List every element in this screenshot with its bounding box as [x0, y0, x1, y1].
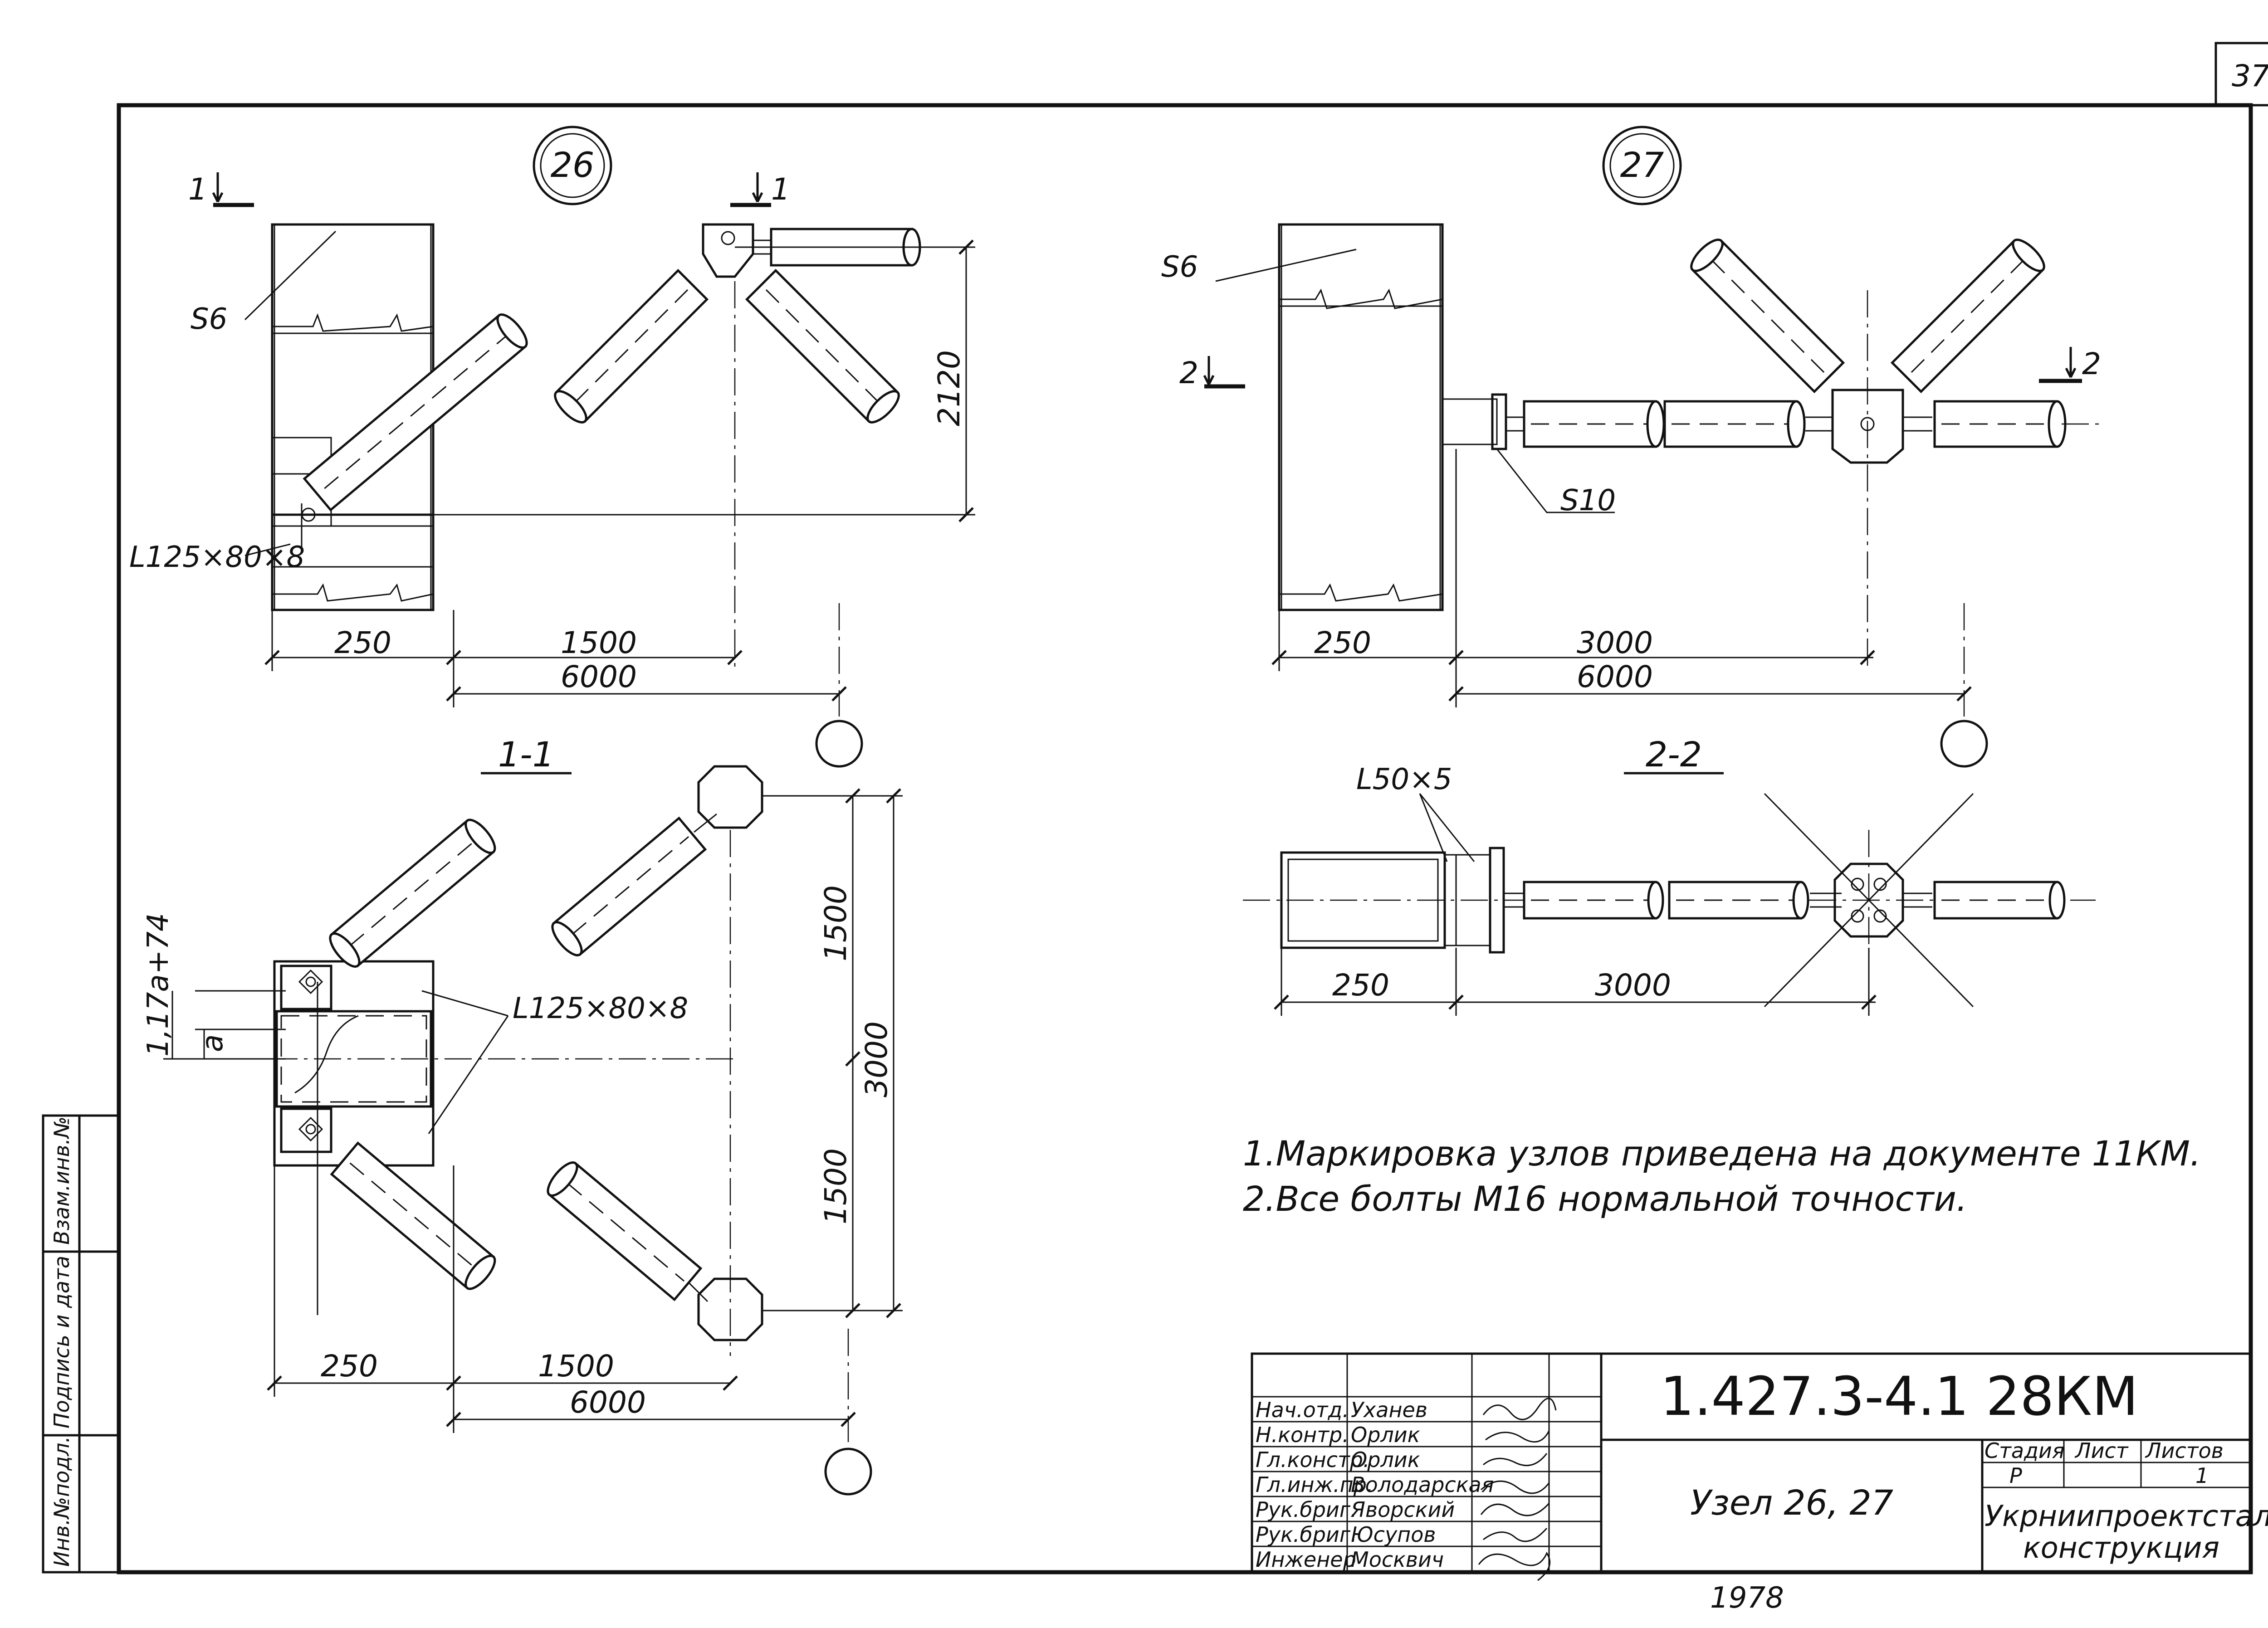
- title-block: Нач.отд. Уханев Н.контр. Орлик Гл.констр…: [1251, 1352, 2268, 1615]
- note-1: 1.Маркировка узлов приведена на документ…: [1243, 1133, 2201, 1174]
- s11-dim-half-top: 1500: [818, 885, 853, 961]
- title-block-rows: [1252, 1396, 1601, 1547]
- s22-dim-flange: 250: [1332, 968, 1389, 1003]
- tb-sheets: 1: [2195, 1463, 2209, 1488]
- section-1-1-title: 1-1: [498, 734, 554, 775]
- n26-dim-height: 2120: [932, 350, 967, 426]
- tb-role-3: Гл.констр.: [1256, 1448, 1370, 1472]
- side-stamp: Инв.№подл. Подпись и дата Взам.инв.№: [42, 1114, 120, 1574]
- tb-signatures: [1478, 1398, 1557, 1581]
- s11-angle-label: L125×80×8: [513, 992, 688, 1025]
- n27-dim-span: 6000: [1577, 659, 1653, 694]
- s11-dim-a: a: [196, 1034, 230, 1052]
- tb-name-5: Яворский: [1350, 1497, 1455, 1522]
- tb-stage: Р: [2009, 1463, 2022, 1488]
- s11-dim-offset: 1500: [538, 1349, 614, 1384]
- tb-role-5: Рук.бриг.: [1256, 1497, 1357, 1522]
- tb-org-line2: конструкция: [2023, 1531, 2219, 1565]
- node-26-label: 26: [551, 145, 595, 185]
- s11-dim-half-bottom: 1500: [818, 1148, 853, 1224]
- node-26-view: 26 1 1 S6 L125×80×8: [129, 126, 975, 768]
- node-27-view: 27 2 2 S6: [1161, 126, 2105, 768]
- tb-drawing-title: Узел 26, 27: [1690, 1482, 1893, 1523]
- s11-dim-total: 3000: [859, 1021, 894, 1097]
- tb-bottom-stamp: 1978: [1710, 1581, 1784, 1615]
- section-1-1-view: 1-1: [142, 734, 903, 1496]
- sheet-number: 37: [2232, 58, 2268, 93]
- s11-dim-flange: 250: [321, 1349, 378, 1384]
- n27-plate-top-label: S6: [1161, 250, 1198, 284]
- drawing-notes: 1.Маркировка узлов приведена на документ…: [1243, 1133, 2201, 1219]
- s11-dim-b: 1,17a+74: [142, 913, 175, 1057]
- tb-role-6: Рук.бриг.: [1256, 1522, 1357, 1547]
- n26-dim-span: 6000: [561, 659, 637, 694]
- n26-dim-flange: 250: [334, 625, 391, 660]
- tb-name-4: Володарская: [1351, 1472, 1494, 1497]
- s11-dim-span: 6000: [570, 1385, 646, 1420]
- tb-role-7: Инженер: [1256, 1547, 1356, 1572]
- tb-name-7: Москвич: [1351, 1547, 1444, 1572]
- n27-dim-flange: 250: [1314, 625, 1371, 660]
- section-2-2-view: 2-2 L50×5: [1243, 734, 2096, 1016]
- tb-role-1: Нач.отд.: [1256, 1398, 1349, 1422]
- n26-angle-label: L125×80×8: [129, 541, 305, 574]
- s22-angle-label: L50×5: [1356, 763, 1452, 796]
- s22-dim-offset: 3000: [1595, 968, 1671, 1003]
- tb-document-code: 1.427.3-4.1 28КМ: [1660, 1365, 2138, 1428]
- section-mark-2-right: 2: [2082, 346, 2101, 381]
- tb-sheet-header: Лист: [2074, 1438, 2129, 1463]
- node-27-label: 27: [1620, 145, 1664, 185]
- sheet-frame: 37: [117, 42, 2268, 1574]
- section-mark-2-left: 2: [1179, 356, 1198, 390]
- tb-sheets-header: Листов: [2145, 1438, 2224, 1463]
- tb-role-4: Гл.инж.пр.: [1256, 1472, 1374, 1497]
- section-mark-1-right: 1: [771, 172, 790, 207]
- stamp-replacement-cell: Взам.инв.№: [49, 1116, 74, 1245]
- tb-stage-header: Стадия: [1984, 1438, 2064, 1463]
- tb-role-2: Н.контр.: [1256, 1423, 1349, 1447]
- tb-org-line1: Укрниипроектсталь-: [1984, 1500, 2268, 1533]
- tb-name-1: Уханев: [1351, 1398, 1427, 1422]
- section-2-2-title: 2-2: [1646, 734, 1702, 775]
- tb-name-3: Орлик: [1351, 1448, 1420, 1472]
- stamp-signature-cell: Подпись и дата: [49, 1256, 74, 1428]
- tb-name-6: Юсупов: [1351, 1522, 1436, 1547]
- section-mark-1-left: 1: [188, 172, 207, 207]
- n26-dim-offset: 1500: [561, 625, 637, 660]
- stamp-inventory-cell: Инв.№подл.: [49, 1436, 74, 1567]
- tb-name-2: Орлик: [1351, 1423, 1420, 1447]
- n27-dim-offset: 3000: [1577, 625, 1653, 660]
- note-2: 2.Все болты М16 нормальной точности.: [1243, 1179, 1967, 1219]
- n26-plate-label: S6: [191, 302, 227, 336]
